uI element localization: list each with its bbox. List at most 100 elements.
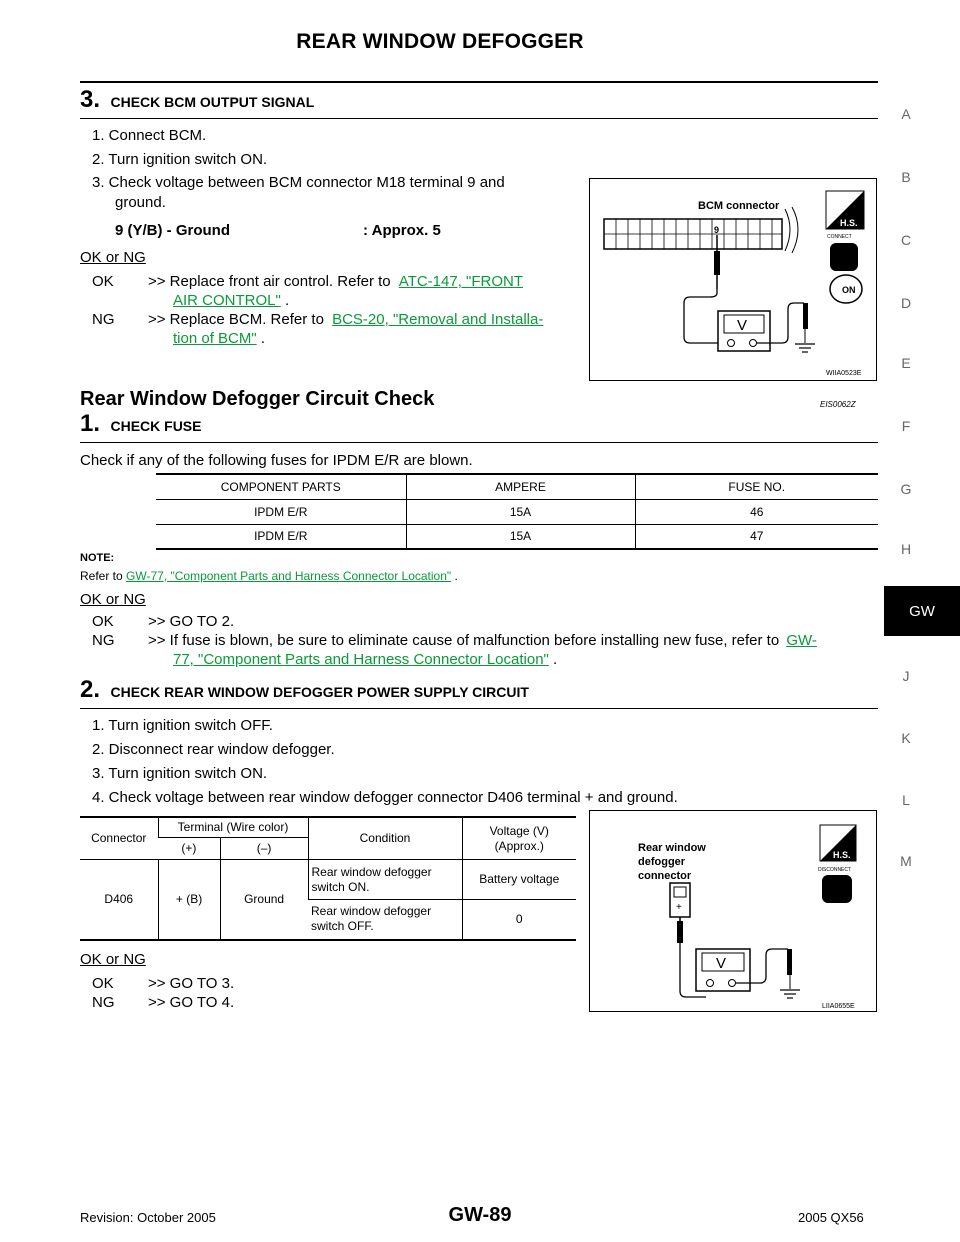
step3-ok-line-2: AIR CONTROL" . xyxy=(173,291,289,311)
step1-ng-text: >> If fuse is blown, be sure to eliminat… xyxy=(148,632,780,649)
probe-lead-positive xyxy=(679,943,706,998)
step3-spec-right: : Approx. 5 xyxy=(363,222,441,239)
voltmeter-minus-terminal xyxy=(728,979,736,987)
step3-heading: 3. CHECK BCM OUTPUT SIGNAL xyxy=(80,86,314,114)
fuse-cell-fuse-no: 47 xyxy=(634,524,878,550)
step3-item-3-cont: ground. xyxy=(115,194,166,211)
side-index-k[interactable]: K xyxy=(901,730,911,746)
step3-ok-link-2[interactable]: AIR CONTROL" xyxy=(173,292,281,309)
step3-ng-line-2: tion of BCM" . xyxy=(173,329,265,349)
step3-spec-left: 9 (Y/B) - Ground xyxy=(115,222,230,239)
side-index-c[interactable]: C xyxy=(900,232,912,248)
disconnect-label: DISCONNECT xyxy=(818,867,851,873)
harness-wires xyxy=(784,206,799,254)
step1-ng-link-2[interactable]: 77, "Component Parts and Harness Connect… xyxy=(173,651,549,668)
side-index-gw-active[interactable]: GW xyxy=(884,586,960,636)
section-code: EIS0062Z xyxy=(820,400,856,409)
hs-badge-text: H.S. xyxy=(840,218,858,228)
probe-lead-negative xyxy=(757,302,804,344)
step2-number: 2. xyxy=(80,676,101,703)
step3-item-3: 3. Check voltage between BCM connector M… xyxy=(92,174,505,191)
probe-red xyxy=(714,251,720,275)
probe-lead-negative xyxy=(736,948,788,984)
step3-ng-link-2[interactable]: tion of BCM" xyxy=(173,330,257,347)
bcm-connector-figure: BCM connector 9 V H.S. CONNECT ON xyxy=(589,178,877,381)
step1-number: 1. xyxy=(80,410,101,437)
footer-page-number: GW-89 xyxy=(448,1204,512,1226)
ignition-key-icon xyxy=(829,274,863,304)
side-index-g[interactable]: G xyxy=(900,481,912,497)
note-line: Refer to GW-77, "Component Parts and Har… xyxy=(80,569,458,583)
bcm-connector-label: BCM connector xyxy=(698,200,780,212)
step1-title: CHECK FUSE xyxy=(110,418,202,434)
step3-ok-line: >> Replace front air control. Refer to A… xyxy=(148,272,580,292)
note-tail: . xyxy=(451,569,458,583)
volt-cell-connector: D406 xyxy=(80,859,158,941)
step3-ng-tail: . xyxy=(256,330,266,347)
step1-ok-text: >> GO TO 2. xyxy=(148,613,235,630)
step3-ng-text: >> Replace BCM. Refer to xyxy=(148,311,324,328)
side-index-e[interactable]: E xyxy=(901,355,911,371)
probe-black xyxy=(787,949,792,975)
voltmeter-display xyxy=(701,952,745,972)
figure-code: LIIA0655E xyxy=(822,1003,855,1010)
fuse-cell-ampere: 15A xyxy=(405,524,635,550)
bcm-connector-diagram: BCM connector 9 V H.S. CONNECT ON xyxy=(603,190,865,377)
step1-text: Check if any of the following fuses for … xyxy=(80,452,473,469)
side-index-d[interactable]: D xyxy=(900,295,912,311)
step1-ng-line-2: 77, "Component Parts and Harness Connect… xyxy=(173,650,557,670)
fuse-cell-ampere: 15A xyxy=(405,499,635,525)
step2-ok-label: OK xyxy=(92,975,114,992)
side-index-j[interactable]: J xyxy=(902,668,910,684)
step2-item-3: 3. Turn ignition switch ON. xyxy=(92,765,268,782)
step3-ok-link-1[interactable]: ATC-147, "FRONT xyxy=(398,273,524,290)
step3-rule xyxy=(80,118,878,119)
volt-col-terminal: Terminal (Wire color) xyxy=(157,816,308,838)
defogger-connector-figure: Rear window defogger connector + V H.S. … xyxy=(589,810,877,1012)
hs-badge-text: H.S. xyxy=(833,850,851,860)
side-index-h[interactable]: H xyxy=(900,541,912,557)
step1-ng-label: NG xyxy=(92,632,115,649)
header-rule xyxy=(80,81,878,83)
figure-code: WIIA0523E xyxy=(826,370,862,377)
voltmeter-symbol: V xyxy=(737,317,747,334)
page-title: REAR WINDOW DEFOGGER xyxy=(296,30,584,53)
volt-col-plus: (+) xyxy=(158,837,221,860)
footer-revision: Revision: October 2005 xyxy=(80,1210,216,1225)
volt-col-voltage: Voltage (V) (Approx.) xyxy=(461,816,576,860)
defogger-label-2: defogger xyxy=(638,856,686,868)
defogger-plus-terminal: + xyxy=(676,902,682,913)
defogger-connector-diagram: Rear window defogger connector + V H.S. … xyxy=(638,824,857,1010)
step1-ng-link-1[interactable]: GW- xyxy=(786,632,817,649)
probe-black xyxy=(803,303,808,329)
step3-number: 3. xyxy=(80,86,101,113)
step3-ng-line: >> Replace BCM. Refer to BCS-20, "Remova… xyxy=(148,310,543,330)
step2-ok-or-ng: OK or NG xyxy=(80,951,146,968)
side-index-m[interactable]: M xyxy=(900,853,912,869)
step3-ok-label: OK xyxy=(92,273,114,290)
note-label: NOTE: xyxy=(80,552,115,564)
step1-ok-label: OK xyxy=(92,613,114,630)
volt-col-connector: Connector xyxy=(80,816,158,860)
probe-lead-positive xyxy=(683,289,718,344)
step2-ok-text: >> GO TO 3. xyxy=(148,975,235,992)
note-link[interactable]: GW-77, "Component Parts and Harness Conn… xyxy=(126,569,452,583)
hs-badge-fill xyxy=(820,825,856,861)
step3-ng-link-1[interactable]: BCS-20, "Removal and Installa- xyxy=(332,311,544,328)
fuse-col-ampere: AMPERE xyxy=(405,474,635,500)
side-index-f[interactable]: F xyxy=(901,418,911,434)
ignition-on-label: ON xyxy=(842,285,856,295)
volt-cell-minus: Ground xyxy=(219,859,308,941)
step2-heading: 2. CHECK REAR WINDOW DEFOGGER POWER SUPP… xyxy=(80,676,529,704)
step1-ng-tail: . xyxy=(548,651,558,668)
step3-ok-text: >> Replace front air control. Refer to xyxy=(148,273,391,290)
fuse-col-component: COMPONENT PARTS xyxy=(156,474,406,500)
step3-title: CHECK BCM OUTPUT SIGNAL xyxy=(110,94,315,110)
side-index-l[interactable]: L xyxy=(902,792,910,808)
volt-cell-plus: + (B) xyxy=(157,859,221,941)
fuse-cell-fuse-no: 46 xyxy=(634,499,878,525)
side-index-b[interactable]: B xyxy=(901,169,911,185)
side-index-a[interactable]: A xyxy=(901,106,911,122)
note-text: Refer to xyxy=(80,569,127,583)
step3-item-2: 2. Turn ignition switch ON. xyxy=(92,151,268,168)
